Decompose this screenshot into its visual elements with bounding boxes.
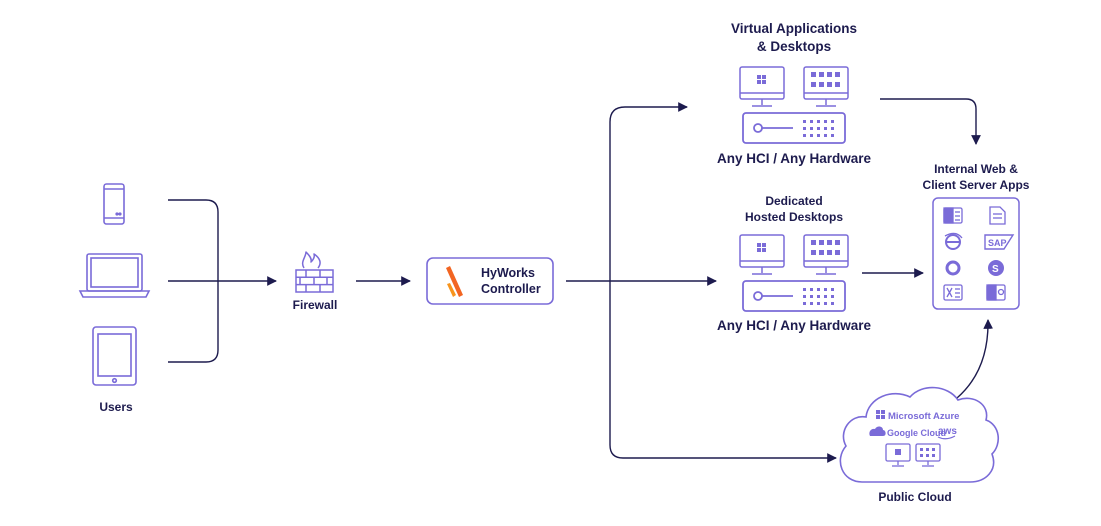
connector-controller-to-cloud xyxy=(609,281,837,463)
apps-monitor-icon xyxy=(915,443,941,467)
server-icon xyxy=(742,112,846,144)
dedicated-hardware-label: Any HCI / Any Hardware xyxy=(716,318,872,333)
microsoft-azure-logo: Microsoft Azure xyxy=(876,410,959,422)
controller-label-line1: HyWorks xyxy=(481,266,535,280)
users-label: Users xyxy=(99,400,133,414)
firewall-label: Firewall xyxy=(292,298,338,312)
powerpoint-icon xyxy=(986,284,1006,301)
skype-icon: S xyxy=(988,260,1004,276)
excel-icon xyxy=(943,284,963,301)
controller-label-line2: Controller xyxy=(481,282,541,296)
aws-logo: aws xyxy=(937,426,957,440)
sap-icon: SAP xyxy=(984,234,1015,250)
circle-app-icon xyxy=(945,260,961,276)
server-icon xyxy=(742,280,846,312)
controller-box xyxy=(426,257,554,305)
virtual-apps-title-line1: Virtual Applications xyxy=(730,21,858,36)
internal-apps-panel: SAP S xyxy=(932,197,1020,310)
windows-monitor-icon xyxy=(885,443,911,467)
phone-icon xyxy=(103,183,125,225)
connector-controller-to-virtual xyxy=(609,102,688,281)
google-cloud-text: Google Cloud xyxy=(887,428,946,438)
aws-text: aws xyxy=(938,426,957,437)
internet-explorer-icon xyxy=(944,232,963,250)
windows-monitor-icon xyxy=(739,234,785,275)
connector-virtual-to-apps xyxy=(880,98,981,145)
apps-monitor-icon xyxy=(803,234,849,275)
virtual-apps-desktops-group xyxy=(739,66,849,144)
dedicated-desktops-group xyxy=(739,234,849,312)
google-cloud-logo: Google Cloud xyxy=(869,426,946,438)
laptop-icon xyxy=(78,253,151,298)
svg-text:S: S xyxy=(992,264,999,275)
firewall-icon xyxy=(295,251,334,293)
virtual-apps-title-line2: & Desktops xyxy=(756,39,832,54)
azure-text: Microsoft Azure xyxy=(888,411,959,422)
virtual-apps-hardware-label: Any HCI / Any Hardware xyxy=(716,151,872,166)
svg-text:SAP: SAP xyxy=(988,238,1007,248)
hyworks-logo-icon xyxy=(446,266,463,297)
windows-monitor-icon xyxy=(739,66,785,107)
dedicated-title-line2: Hosted Desktops xyxy=(744,210,844,224)
public-cloud: Microsoft Azure Google Cloud aws xyxy=(839,386,999,483)
public-cloud-label: Public Cloud xyxy=(878,490,952,504)
dedicated-title-line1: Dedicated xyxy=(765,194,823,208)
connectors xyxy=(168,98,994,463)
connector-cloud-to-apps xyxy=(956,319,994,399)
document-icon xyxy=(989,206,1006,225)
internal-apps-title-line2: Client Server Apps xyxy=(922,178,1030,192)
apps-monitor-icon xyxy=(803,66,849,107)
internal-apps-title-line1: Internal Web & xyxy=(934,162,1018,176)
word-icon xyxy=(943,207,963,224)
tablet-icon xyxy=(92,326,137,386)
